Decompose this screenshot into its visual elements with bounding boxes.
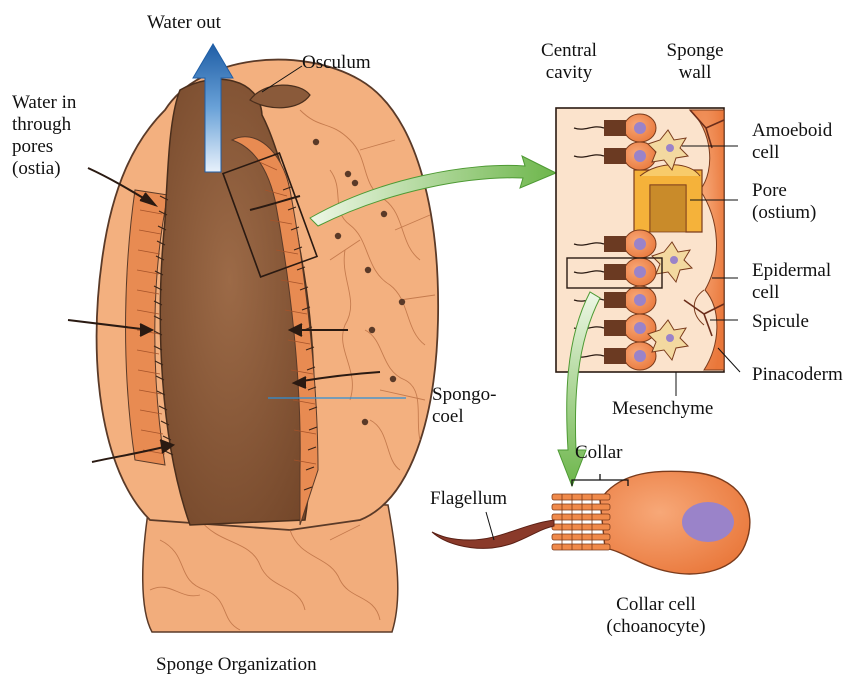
label-water-in-line: pores [12, 136, 76, 158]
label-sponge-wall-line: wall [657, 62, 733, 84]
label-water-in: Water in through pores (ostia) [12, 92, 76, 180]
label-osculum: Osculum [302, 52, 371, 74]
label-epidermal-line: Epidermal [752, 260, 831, 282]
label-spongocoel-line: coel [432, 406, 496, 428]
label-amoeboid-cell: Amoeboid cell [752, 120, 832, 164]
label-spicule: Spicule [752, 311, 809, 333]
label-epidermal-line: cell [752, 282, 831, 304]
label-collar: Collar [575, 442, 623, 464]
label-spongocoel: Spongo- coel [432, 384, 496, 428]
label-epidermal-cell: Epidermal cell [752, 260, 831, 304]
label-sponge-wall-line: Sponge [657, 40, 733, 62]
label-collar-cell-line: (choanocyte) [596, 616, 716, 638]
label-water-out: Water out [147, 12, 221, 34]
label-flagellum: Flagellum [430, 488, 507, 510]
caption: Sponge Organization [156, 654, 317, 676]
label-spongocoel-line: Spongo- [432, 384, 496, 406]
label-water-in-line: through [12, 114, 76, 136]
label-pore-line: Pore [752, 180, 816, 202]
label-amoeboid-line: cell [752, 142, 832, 164]
label-pinacoderm: Pinacoderm [752, 364, 843, 386]
label-collar-cell: Collar cell (choanocyte) [596, 594, 716, 638]
label-water-in-line: (ostia) [12, 158, 76, 180]
collar-cell-detail [432, 471, 750, 574]
label-central-cavity-line: cavity [531, 62, 607, 84]
sponge-body [97, 60, 439, 632]
label-sponge-wall: Sponge wall [657, 40, 733, 84]
label-central-cavity-line: Central [531, 40, 607, 62]
label-pore-line: (ostium) [752, 202, 816, 224]
label-central-cavity: Central cavity [531, 40, 607, 84]
label-collar-cell-line: Collar cell [596, 594, 716, 616]
label-pore: Pore (ostium) [752, 180, 816, 224]
label-amoeboid-line: Amoeboid [752, 120, 832, 142]
label-mesenchyme: Mesenchyme [612, 398, 713, 420]
label-water-in-line: Water in [12, 92, 76, 114]
